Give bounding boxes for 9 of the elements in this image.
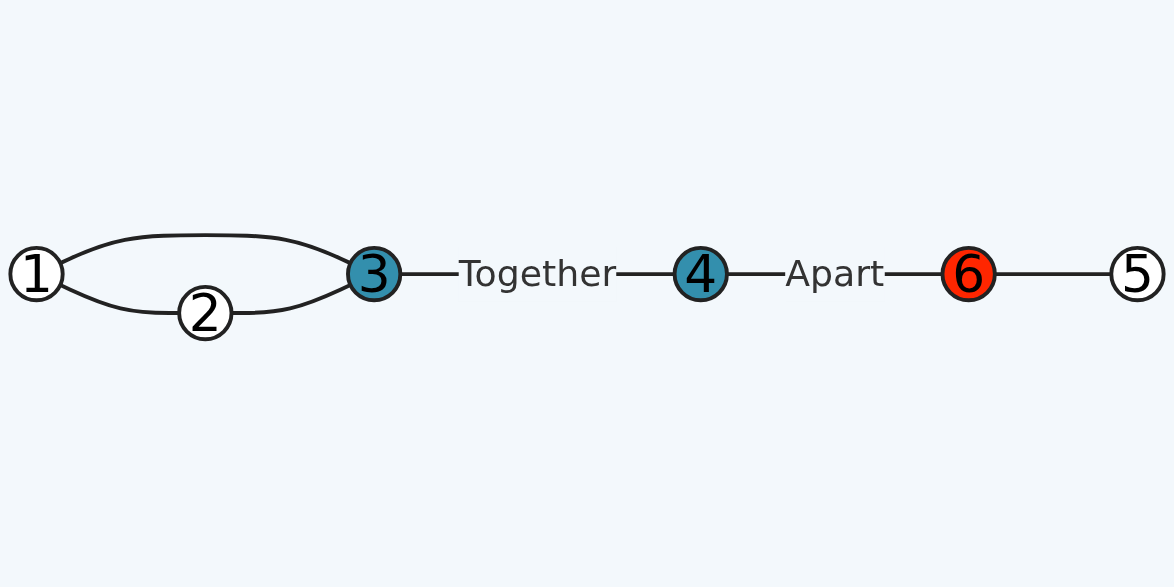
- connector: [59, 233, 352, 265]
- node-circle: 2: [177, 284, 234, 342]
- node-circle: 3: [346, 246, 403, 303]
- node-circle: 6: [940, 246, 997, 303]
- edge-label: Apart: [785, 252, 885, 295]
- node-circle: 1: [8, 246, 65, 303]
- node-circle: 4: [672, 246, 729, 303]
- node-circle: 5: [1109, 246, 1166, 303]
- edge-label: Together: [458, 252, 617, 295]
